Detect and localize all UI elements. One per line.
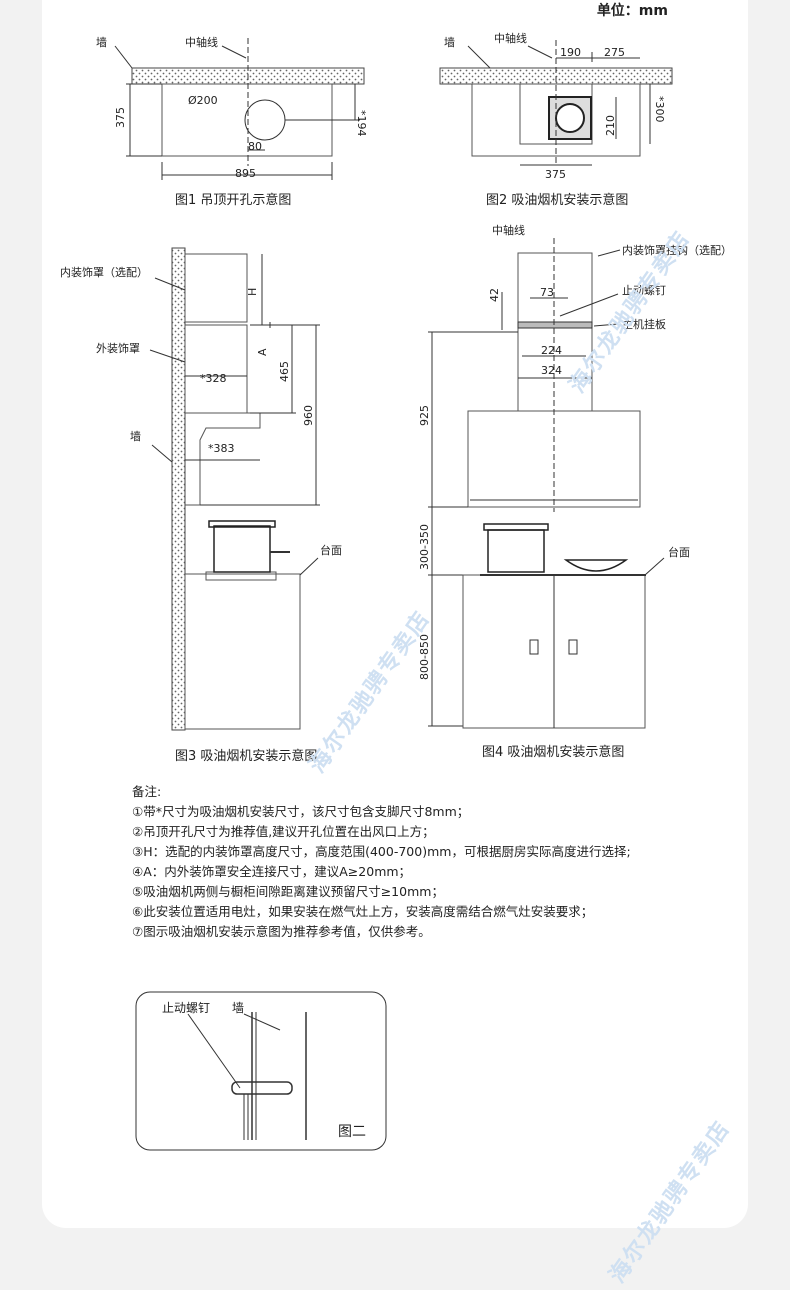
fig4-plate-label: 主机挂板	[622, 317, 666, 331]
note-item: ④A：内外装饰罩安全连接尺寸，建议A≥20mm；	[132, 864, 412, 879]
fig2-wall-label: 墙	[444, 35, 455, 49]
fig4-stop-screw-label: 止动螺钉	[622, 284, 666, 297]
note-item: ③H：选配的内装饰罩高度尺寸，高度范围(400-700)mm，可根据厨房实际高度…	[132, 844, 631, 859]
fig1-dim-194: *194	[355, 110, 368, 137]
fig-er-caption: 图二	[338, 1124, 366, 1140]
fig4-dim-300-350: 300-350	[418, 524, 431, 570]
fig4-dim-73: 73	[540, 286, 554, 299]
fig1-dim-895: 895	[235, 167, 256, 180]
fig3-dim-328: *328	[200, 372, 227, 385]
unit-label: 单位：mm	[596, 3, 668, 19]
fig1-axis-label: 中轴线	[185, 35, 218, 49]
fig-er-stop-screw-label: 止动螺钉	[162, 1001, 210, 1015]
fig4-counter-label: 台面	[668, 545, 690, 559]
fig4-dim-42: 42	[488, 288, 501, 302]
note-item: ①带*尺寸为吸油烟机安装尺寸，该尺寸包含支脚尺寸8mm；	[132, 804, 470, 819]
fig3-dim-h: H	[246, 288, 259, 296]
fig3-counter-label: 台面	[320, 543, 342, 557]
fig2-axis-label: 中轴线	[494, 31, 527, 45]
fig3-dim-960: 960	[302, 405, 315, 426]
fig4-dim-800-850: 800-850	[418, 634, 431, 680]
fig2-caption: 图2 吸油烟机安装示意图	[486, 192, 628, 208]
figure-1	[114, 38, 365, 180]
fig4-dim-224: 224	[541, 344, 562, 357]
fig2-dim-190: 190	[560, 46, 581, 59]
note-item: ⑤吸油烟机两侧与橱柜间隙距离建议预留尺寸≥10mm；	[132, 884, 444, 899]
fig3-wall-label: 墙	[130, 429, 141, 443]
fig2-dim-375: 375	[545, 168, 566, 181]
fig1-dim-80: 80	[248, 140, 262, 153]
figure-3	[149, 247, 320, 731]
fig2-dim-300: *300	[653, 96, 666, 123]
figure-er	[135, 991, 387, 1151]
fig3-dim-383: *383	[208, 442, 235, 455]
fig4-hook-label: 内装饰罩挂钩（选配）	[622, 243, 732, 257]
fig3-caption: 图3 吸油烟机安装示意图	[175, 748, 317, 764]
fig3-dim-a: A	[256, 348, 269, 356]
figure-2	[439, 40, 673, 166]
fig1-caption: 图1 吊顶开孔示意图	[175, 192, 291, 208]
note-item: ⑥此安装位置适用电灶，如果安装在燃气灶上方，安装高度需结合燃气灶安装要求；	[132, 904, 594, 919]
fig4-dim-324: 324	[541, 364, 562, 377]
fig2-dim-210: 210	[604, 115, 617, 136]
fig4-dim-925: 925	[418, 405, 431, 426]
content-card	[42, 0, 748, 1228]
notes-title: 备注:	[132, 784, 162, 799]
figure-4	[428, 238, 665, 729]
fig3-outer-cover-label: 外装饰罩	[96, 341, 140, 355]
fig-er-wall-label: 墙	[232, 1001, 244, 1015]
notes-section: 备注: ①带*尺寸为吸油烟机安装尺寸，该尺寸包含支脚尺寸8mm； ②吊顶开孔尺寸…	[132, 782, 692, 942]
fig1-dim-375: 375	[114, 107, 127, 128]
fig4-caption: 图4 吸油烟机安装示意图	[482, 744, 624, 760]
fig1-diameter: Ø200	[188, 94, 218, 107]
fig1-wall-label: 墙	[96, 35, 107, 49]
note-item: ⑦图示吸油烟机安装示意图为推荐参考值，仅供参考。	[132, 924, 431, 939]
fig3-inner-cover-label: 内装饰罩（选配）	[60, 265, 148, 279]
note-item: ②吊顶开孔尺寸为推荐值,建议开孔位置在出风口上方；	[132, 824, 435, 839]
fig2-dim-275: 275	[604, 46, 625, 59]
fig3-dim-465: 465	[278, 361, 291, 382]
fig4-axis-label: 中轴线	[492, 223, 525, 237]
